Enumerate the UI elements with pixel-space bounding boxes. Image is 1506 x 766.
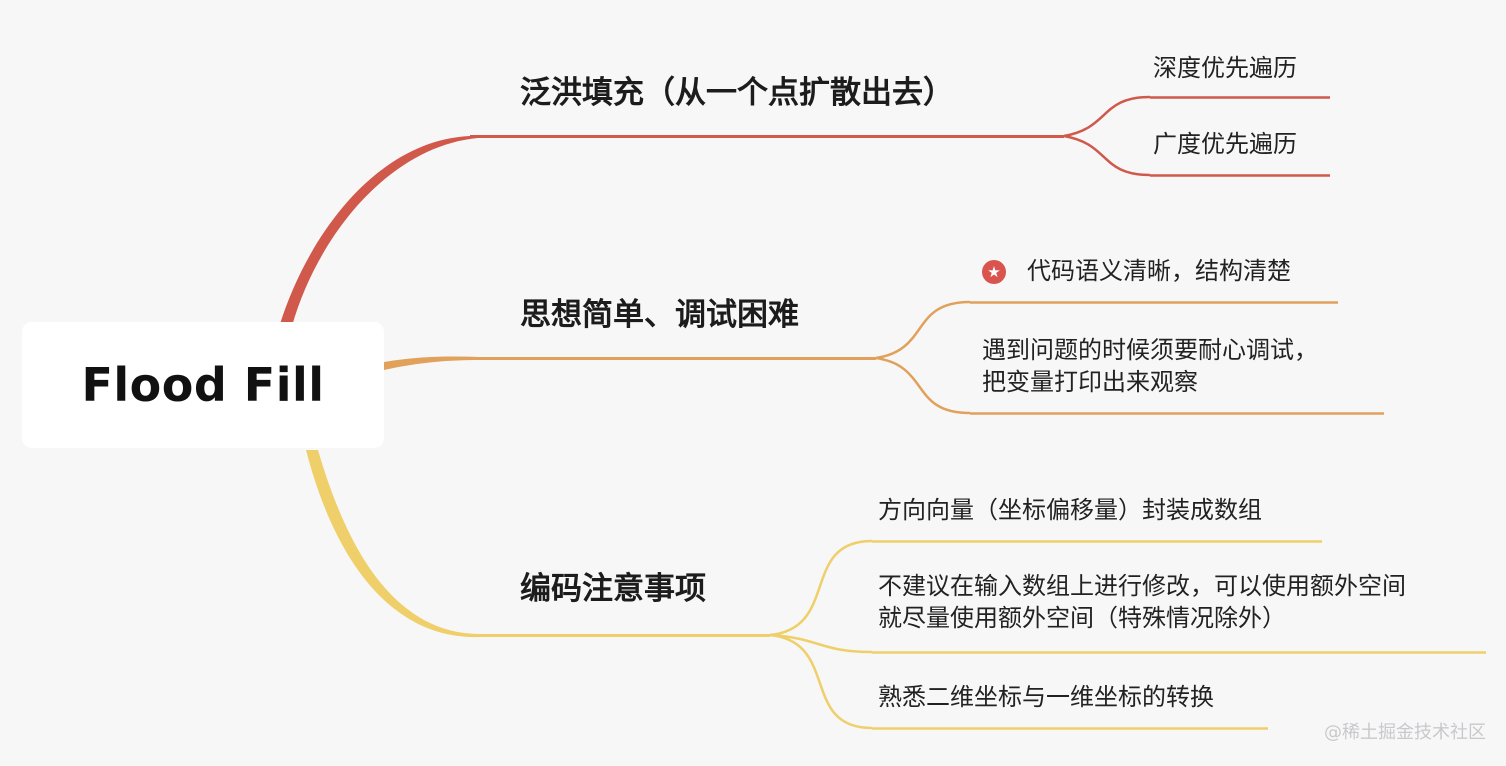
leaf-connector [875, 300, 971, 360]
root-label: Flood Fill [81, 358, 325, 412]
leaf-dfs[interactable]: 深度优先遍历 [1153, 52, 1297, 84]
leaf-connector [769, 633, 873, 654]
star-icon: ★ [982, 260, 1006, 284]
root-branch-curve-red [280, 136, 478, 326]
leaf-line: 熟悉二维坐标与一维坐标的转换 [878, 683, 1214, 711]
leaf-connector [1063, 95, 1151, 138]
root-branch-curve-orange [384, 356, 480, 370]
leaf-line: 把变量打印出来观察 [982, 368, 1198, 397]
leaf-bfs[interactable]: 广度优先遍历 [1153, 128, 1297, 160]
leaf-clear-semantics[interactable]: 代码语义清晰，结构清楚 [1027, 255, 1291, 287]
watermark: @稀土掘金技术社区 [1324, 722, 1486, 743]
leaf-direction-vectors[interactable]: 方向向量（坐标偏移量）封装成数组 [878, 494, 1262, 526]
leaf-extra-space[interactable]: 不建议在输入数组上进行修改，可以使用额外空间 就尽量使用额外空间（特殊情况除外） [878, 570, 1406, 635]
root-branch-curve-yellow [306, 450, 480, 638]
leaf-connector [769, 539, 873, 637]
root-node[interactable]: Flood Fill [22, 322, 384, 448]
leaf-line: 代码语义清晰，结构清楚 [1027, 257, 1291, 285]
leaf-coordinate-conversion[interactable]: 熟悉二维坐标与一维坐标的转换 [878, 681, 1214, 713]
leaf-line: 不建议在输入数组上进行修改，可以使用额外空间 [878, 572, 1406, 600]
leaf-line: 方向向量（坐标偏移量）封装成数组 [878, 496, 1262, 524]
leaf-line: 遇到问题的时候须要耐心调试， [982, 336, 1318, 364]
branch-label-idea[interactable]: 思想简单、调试困难 [520, 297, 799, 333]
leaf-connector [875, 356, 971, 415]
leaf-line: 就尽量使用额外空间（特殊情况除外） [878, 604, 1286, 633]
leaf-connector [1063, 134, 1151, 177]
leaf-connector [769, 633, 873, 730]
leaf-debug-patience[interactable]: 遇到问题的时候须要耐心调试， 把变量打印出来观察 [982, 334, 1318, 399]
leaf-line: 深度优先遍历 [1153, 54, 1297, 82]
branch-label-flood-fill[interactable]: 泛洪填充（从一个点扩散出去） [520, 75, 954, 111]
leaf-line: 广度优先遍历 [1153, 130, 1297, 158]
branch-label-coding-notes[interactable]: 编码注意事项 [520, 571, 706, 607]
